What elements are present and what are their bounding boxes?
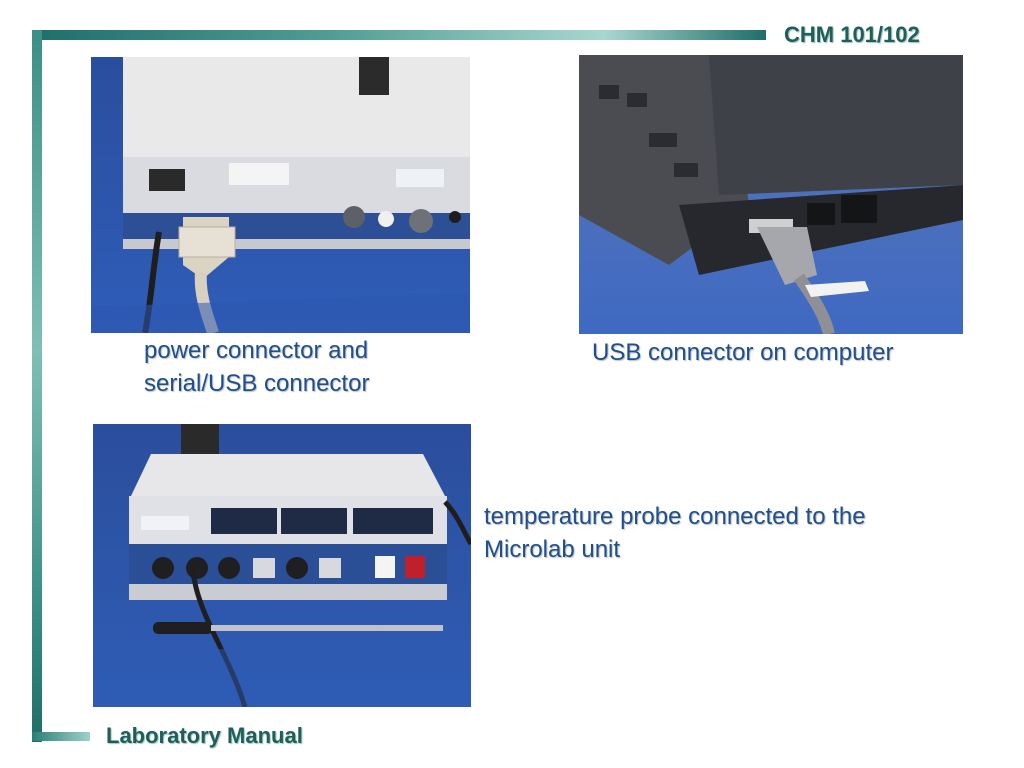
course-code: CHM 101/102: [784, 22, 920, 47]
footer-title: Laboratory Manual: [106, 723, 303, 748]
caption-power-serial: power connector and serial/USB connector: [144, 337, 370, 397]
caption-usb: USB connector on computer: [592, 339, 894, 366]
slide-left-bar: [32, 30, 42, 742]
slide-top-bar: [32, 30, 766, 40]
photo-temperature-probe: [93, 424, 471, 707]
slide-bottom-bar: [32, 732, 90, 741]
caption-temperature-probe: temperature probe connected to the Micro…: [484, 503, 866, 563]
photo-power-serial-connectors: [91, 57, 470, 333]
photo-usb-connector: [579, 55, 963, 334]
